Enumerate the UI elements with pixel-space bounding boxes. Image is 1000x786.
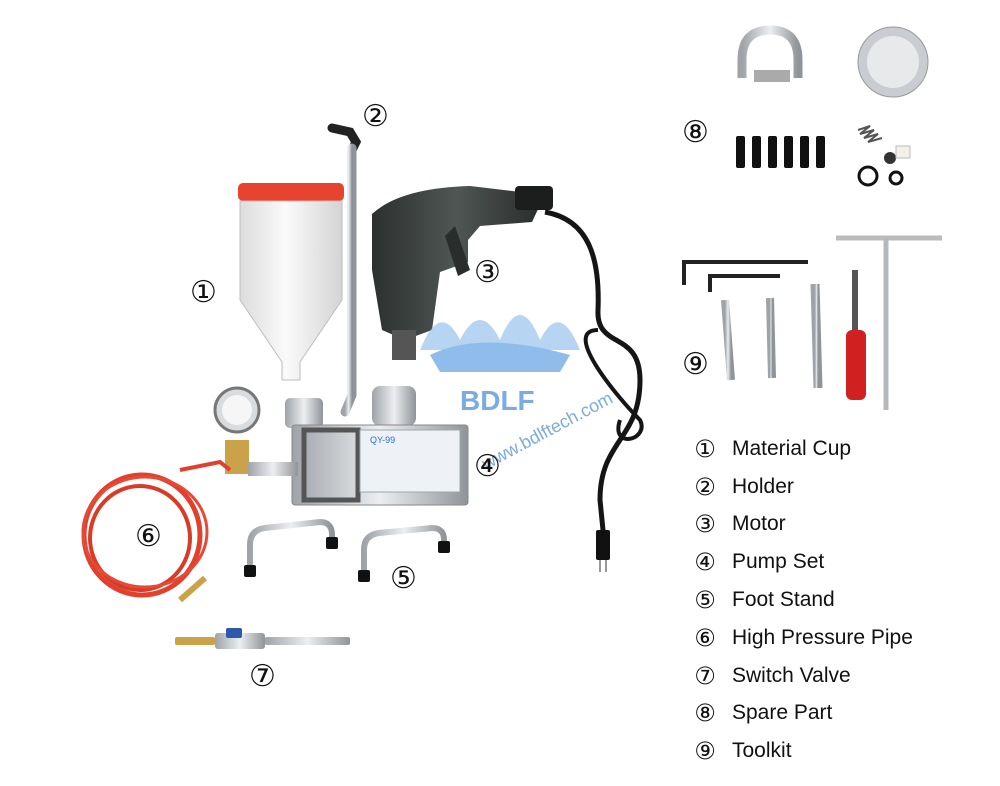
legend-number: ① — [694, 434, 716, 463]
legend-item: ④ Pump Set — [688, 543, 988, 581]
legend-item: ② Holder — [688, 468, 988, 506]
material-cup-icon — [238, 183, 344, 381]
legend-label: Motor — [732, 512, 786, 536]
legend-number: ④ — [694, 548, 716, 577]
high-pressure-pipe-icon — [81, 459, 232, 603]
callout-6: ⑥ — [135, 519, 162, 554]
spare-part-icon — [736, 25, 929, 187]
callout-1: ① — [190, 275, 217, 310]
legend-number: ⑨ — [694, 737, 716, 766]
motor-icon — [372, 186, 644, 572]
callout-4: ④ — [474, 449, 501, 484]
legend-label: Switch Valve — [732, 663, 851, 687]
legend-item: ⑨ Toolkit — [688, 732, 988, 770]
callout-3: ③ — [474, 255, 501, 290]
callout-7: ⑦ — [249, 659, 276, 694]
callout-8: ⑧ — [682, 115, 709, 150]
callout-9: ⑨ — [682, 347, 709, 382]
legend-number: ⑦ — [694, 661, 716, 690]
legend-item: ⑦ Switch Valve — [688, 657, 988, 695]
pump-model-label: QY-99 — [370, 435, 395, 445]
legend-item: ⑧ Spare Part — [688, 695, 988, 733]
legend-label: Holder — [732, 474, 794, 498]
legend-item: ① Material Cup — [688, 430, 988, 468]
foot-stand-icon — [244, 518, 450, 582]
callout-2: ② — [362, 99, 389, 134]
legend-label: Material Cup — [732, 436, 852, 460]
switch-valve-icon — [175, 628, 350, 649]
pump-set-icon: QY-99 — [213, 386, 469, 506]
legend-item: ⑥ High Pressure Pipe — [688, 619, 988, 657]
legend-number: ⑥ — [694, 623, 716, 652]
legend-item: ③ Motor — [688, 506, 988, 544]
legend-number: ⑤ — [694, 586, 716, 615]
legend-label: Toolkit — [732, 739, 792, 763]
brand-text: BDLF — [460, 385, 535, 416]
legend-label: Foot Stand — [732, 588, 835, 612]
parts-legend: ① Material Cup ② Holder ③ Motor ④ Pump Set ⑤… — [688, 430, 988, 770]
holder-icon — [327, 123, 362, 417]
legend-number: ⑧ — [694, 699, 716, 728]
legend-label: High Pressure Pipe — [732, 625, 913, 649]
legend-item: ⑤ Foot Stand — [688, 581, 988, 619]
toolkit-icon — [682, 235, 942, 410]
legend-number: ③ — [694, 510, 716, 539]
callout-5: ⑤ — [390, 561, 417, 596]
legend-label: Pump Set — [732, 550, 825, 574]
legend-label: Spare Part — [732, 701, 833, 725]
legend-number: ② — [694, 472, 716, 501]
